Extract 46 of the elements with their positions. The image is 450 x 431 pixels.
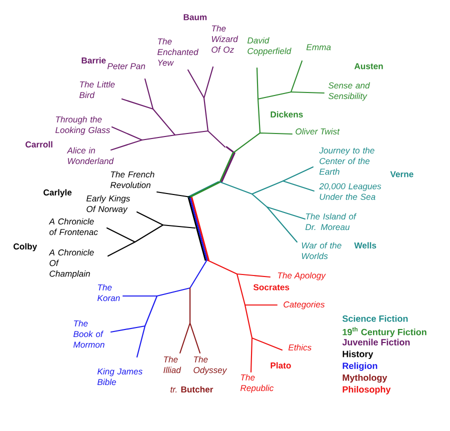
author-label: Austen — [354, 63, 383, 70]
title-label: Through the Looking Glass — [55, 116, 110, 135]
author-label: Wells — [354, 242, 376, 248]
title-label: Peter Pan — [107, 63, 146, 70]
title-label: The Little Bird — [79, 81, 115, 98]
title-label: The Apology — [278, 272, 326, 280]
title-label: Oliver Twist — [296, 128, 340, 134]
title-label: The Wizard Of Oz — [212, 25, 238, 53]
title-label: The Book of Mormon — [73, 320, 104, 348]
title-label: King James Bible — [97, 368, 142, 386]
author-label: Carroll — [26, 141, 52, 148]
author-label: Plato — [270, 362, 291, 368]
title-label: The Republic — [240, 374, 274, 393]
title-label: Sense and Sensibility — [328, 82, 370, 101]
legend-item: Science Fiction — [342, 315, 408, 322]
author-label: Dickens — [270, 111, 303, 118]
title-label: The Odyssey — [194, 356, 228, 375]
title-label: Ethics — [288, 344, 312, 350]
title-label: The Illiad — [164, 356, 182, 374]
author-label: Baum — [184, 14, 207, 20]
title-label: David Copperfield — [247, 37, 292, 56]
title-label: The Koran — [97, 284, 120, 302]
title-label: Emma — [306, 44, 331, 50]
title-label: The Enchanted Yew — [157, 38, 199, 66]
author-label: Barrie — [82, 57, 106, 64]
title-label: A Chronicle of Frontenac — [48, 218, 98, 236]
legend-item: History — [342, 350, 374, 359]
title-label: War of the Worlds — [302, 242, 342, 260]
title-label: Early Kings Of Norway — [86, 195, 130, 214]
legend-item: Philosophy — [342, 386, 391, 394]
title-label: The Island of Dr. Moreau — [305, 213, 357, 230]
legend-item: Religion — [342, 362, 378, 371]
title-label: Alice in Wonderland — [66, 147, 114, 164]
author-label: Colby — [14, 243, 38, 252]
legend-item: 19$^{th}$ Century Fiction — [342, 326, 426, 338]
author-label: Socrates — [253, 284, 290, 290]
title-label: Categories — [284, 301, 325, 310]
author-label: Verne — [390, 171, 414, 178]
title-label: A Chronicle Of Champlain — [48, 249, 94, 278]
legend-item: Mythology — [342, 374, 388, 383]
author-label: Carlyle — [44, 189, 72, 198]
title-label: The French Revolution — [110, 171, 154, 188]
translator-label: tr. Butcher — [170, 386, 214, 392]
legend-item: Juvenile Fiction — [342, 338, 410, 346]
title-label: Journey to the Center of the Earth — [319, 147, 374, 175]
title-label: 20,000 Leagues Under the Sea — [319, 183, 382, 200]
